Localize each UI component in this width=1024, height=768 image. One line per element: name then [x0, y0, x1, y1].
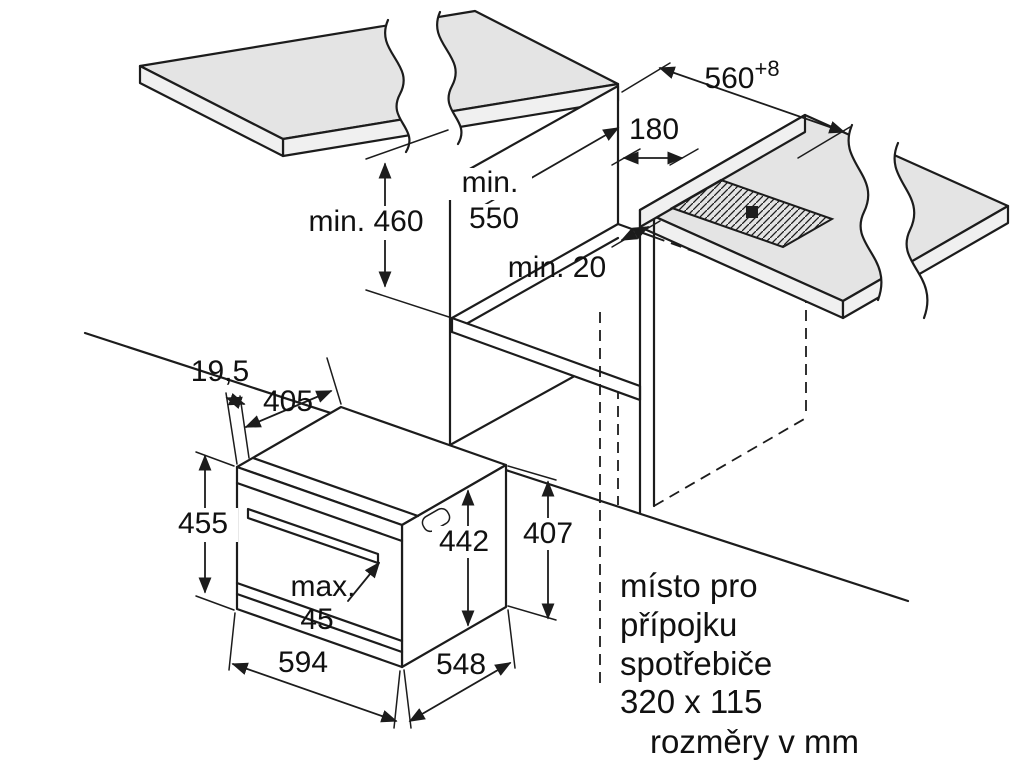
dim-442-label: 442 [439, 525, 489, 558]
dim-min550-label-2: 550 [469, 202, 519, 235]
dim-min20-label: min. 20 [508, 251, 606, 284]
dim-407-label: 407 [523, 517, 573, 550]
dim-560: 560+8 [621, 56, 851, 159]
note-line-1: místo pro [620, 567, 758, 604]
dim-548-label: 548 [436, 648, 486, 681]
dim-min460: min. 460 [296, 129, 453, 319]
break-wave-left-2 [847, 123, 883, 302]
note-line-3: spotřebiče [620, 645, 772, 682]
oven [235, 405, 508, 669]
vent-marker [746, 206, 758, 218]
dim-442: 442 [432, 489, 496, 627]
connection-note: místo pro přípojku spotřebiče 320 x 115 [620, 567, 772, 720]
oven-door-bottom-line [235, 581, 404, 643]
oven-fascia-line [235, 481, 404, 543]
dim-min460-label: min. 460 [308, 205, 423, 238]
note-line-2: přípojku [620, 606, 737, 643]
units-label: rozměry v mm [650, 723, 859, 760]
oven-fascia-top-line [251, 456, 420, 518]
dim-405: 405 [244, 357, 342, 428]
worktop-break-gap [385, 12, 462, 152]
dim-max45-label-2: 45 [300, 603, 333, 636]
dim-180-label: 180 [629, 113, 679, 146]
note-line-4: 320 x 115 [620, 683, 763, 720]
break-wave-right-2 [893, 141, 929, 320]
right-worktop-break-gap [848, 125, 928, 318]
dim-19-5: 19,5 [191, 355, 250, 465]
dim-594: 594 [228, 612, 401, 729]
oven-front-face [235, 465, 404, 669]
dim-min550: min. 550 [448, 127, 620, 236]
dim-560-tolerance: +8 [754, 56, 779, 81]
dim-405-label: 405 [263, 385, 313, 418]
dim-548: 548 [403, 609, 516, 729]
left-worktop [138, 9, 620, 158]
dim-19-5-label: 19,5 [191, 355, 249, 388]
oven-plinth-line [235, 592, 404, 654]
dim-max45-label-1: max. [290, 570, 355, 603]
dim-min20: min. 20 [508, 220, 661, 284]
right-worktop [638, 113, 1010, 320]
dim-180: 180 [611, 113, 699, 166]
dim-min550-label-1: min. [462, 166, 519, 199]
dim-455-label: 455 [178, 507, 228, 540]
dim-407: 407 [507, 465, 580, 621]
niche-floor [452, 224, 806, 386]
right-cabinet-column [638, 218, 656, 515]
dim-560-label: 560+8 [704, 56, 779, 95]
dim-455: 455 [168, 451, 238, 611]
break-wave-left [384, 18, 411, 154]
dim-594-label: 594 [278, 646, 328, 679]
break-wave-right [436, 10, 463, 146]
dim-max45: max. 45 [290, 561, 381, 636]
